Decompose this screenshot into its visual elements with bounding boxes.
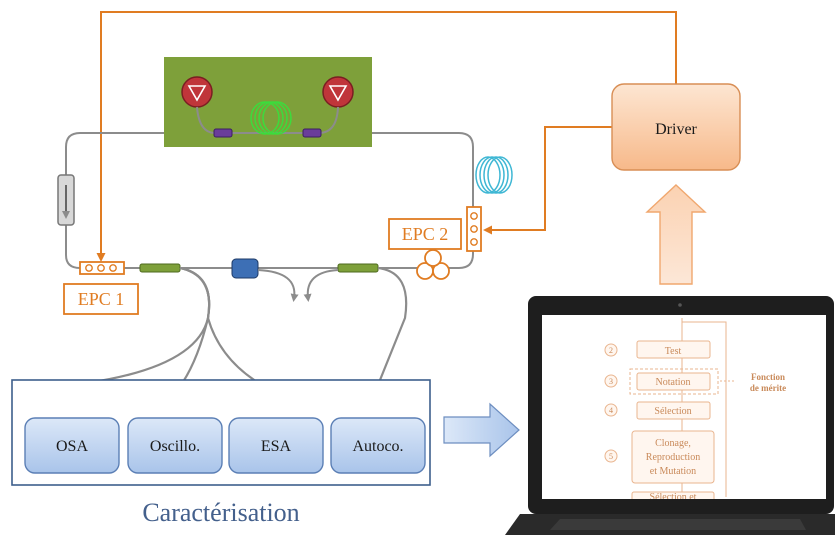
output-coupler-icon [337,263,379,273]
step-label: Notation [656,377,691,388]
fiber-coil-icon [250,101,292,135]
pump-fiber [196,106,215,134]
instrument-label: OSA [56,438,88,455]
merit-label-line: Fonction [751,372,785,382]
instrument-label: Autoco. [352,438,403,455]
instrument-osa: OSA [24,417,120,474]
merit-label-line: de mérite [750,383,786,393]
epc1-label: EPC 1 [78,289,125,309]
driver-box [611,83,741,171]
step-label: Reproduction [646,452,700,463]
step-label: et Mutation [650,466,696,477]
isolator-icon [57,174,75,226]
step-label: Clonage, [655,438,691,449]
fiber-ring [65,132,474,269]
polarization-paddles-icon [416,249,450,280]
characterization-label: Caractérisation [142,498,299,527]
svg-text:3: 3 [609,377,613,386]
instrument-label: Oscillo. [150,438,200,455]
wdm-coupler-icon [213,128,233,138]
arrow-up-icon [645,184,707,285]
svg-text:2: 2 [609,346,613,355]
instrument-label: ESA [261,438,292,455]
epc1-polarization-controller [79,261,125,275]
epc2-label: EPC 2 [402,224,449,244]
instrument-esa: ESA [228,417,324,474]
pump-laser-icon [181,76,213,108]
pump-laser-icon [322,76,354,108]
epc2-label-box [388,218,462,250]
polarizer-icon [231,258,259,279]
svg-text:5: 5 [609,452,613,461]
step-label: Test [665,346,682,357]
instrument-autocorrelator: Autoco. [330,417,426,474]
instrument-oscilloscope: Oscillo. [127,417,223,474]
driver-link-epc1 [96,11,677,262]
pump-fiber [319,106,339,134]
step-label: Sélection et [650,492,697,503]
driver-label: Driver [655,121,697,138]
fiber-spool-icon [475,156,513,194]
wdm-coupler-icon [302,128,322,138]
output-coupler-icon [139,263,181,273]
driver-link-epc2 [483,126,612,235]
genetic-algorithm-flow: 2 Test 3 Notation Fonction de mérite 4 S… [604,318,786,503]
step-label: Sélection [654,406,691,417]
arrow-right-icon [443,402,520,458]
epc2-polarization-controller [466,206,482,252]
measurement-fibers [68,266,408,421]
svg-text:4: 4 [609,406,613,415]
epc1-label-box [63,283,139,315]
